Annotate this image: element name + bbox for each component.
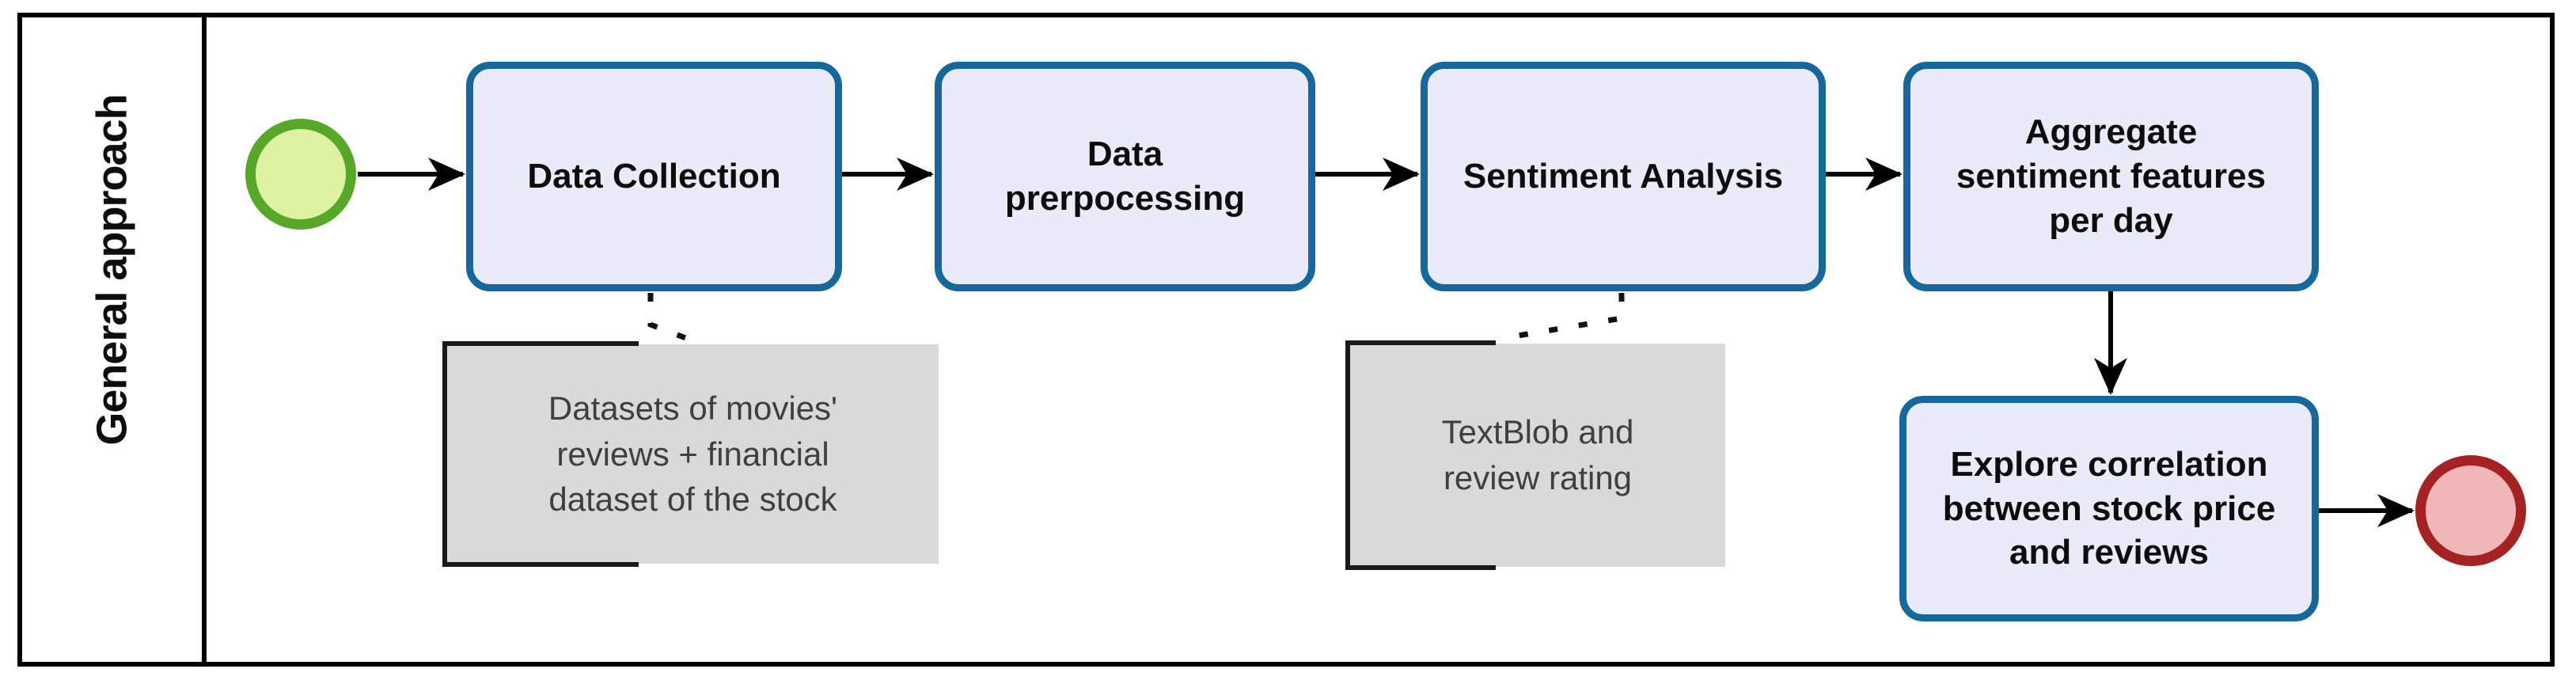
note-line: Datasets of movies' xyxy=(548,389,838,427)
task-label: Sentiment Analysis xyxy=(1463,157,1784,196)
end-event-circle xyxy=(2415,455,2526,566)
task-label-line: Aggregate xyxy=(2024,112,2198,152)
lane-header: General approach xyxy=(22,13,202,667)
task-data-collection: Data Collection xyxy=(466,62,842,291)
task-label-line: prerpocessing xyxy=(1004,179,1246,218)
annotation-textblob-note: TextBlob and review rating xyxy=(1345,340,1725,570)
task-label-line: Data xyxy=(1087,135,1163,174)
task-label-line: sentiment features xyxy=(1956,157,2267,196)
lane-header-divider xyxy=(202,13,207,667)
task-label-line: between stock price xyxy=(1942,488,2276,528)
annotation-datasets-note: Datasets of movies' reviews + financial … xyxy=(442,341,939,567)
note-line: TextBlob and xyxy=(1441,413,1634,451)
start-event-circle xyxy=(245,119,356,230)
task-label: Data Collection xyxy=(527,157,781,196)
task-aggregate-sentiment: Aggregate sentiment features per day xyxy=(1903,62,2319,291)
task-sentiment-analysis: Sentiment Analysis xyxy=(1421,62,1826,291)
task-explore-correlation: Explore correlation between stock price … xyxy=(1899,396,2319,621)
task-label-line: per day xyxy=(2049,200,2173,240)
task-label-line: and reviews xyxy=(2009,533,2209,572)
task-data-preprocessing: Data prerpocessing xyxy=(935,62,1315,291)
note-line: dataset of the stock xyxy=(548,481,837,519)
pool-border xyxy=(17,13,2555,667)
lane-label: General approach xyxy=(88,94,136,446)
task-label-line: Explore correlation xyxy=(1950,444,2268,484)
note-line: reviews + financial xyxy=(556,435,829,473)
note-line: review rating xyxy=(1443,459,1633,496)
